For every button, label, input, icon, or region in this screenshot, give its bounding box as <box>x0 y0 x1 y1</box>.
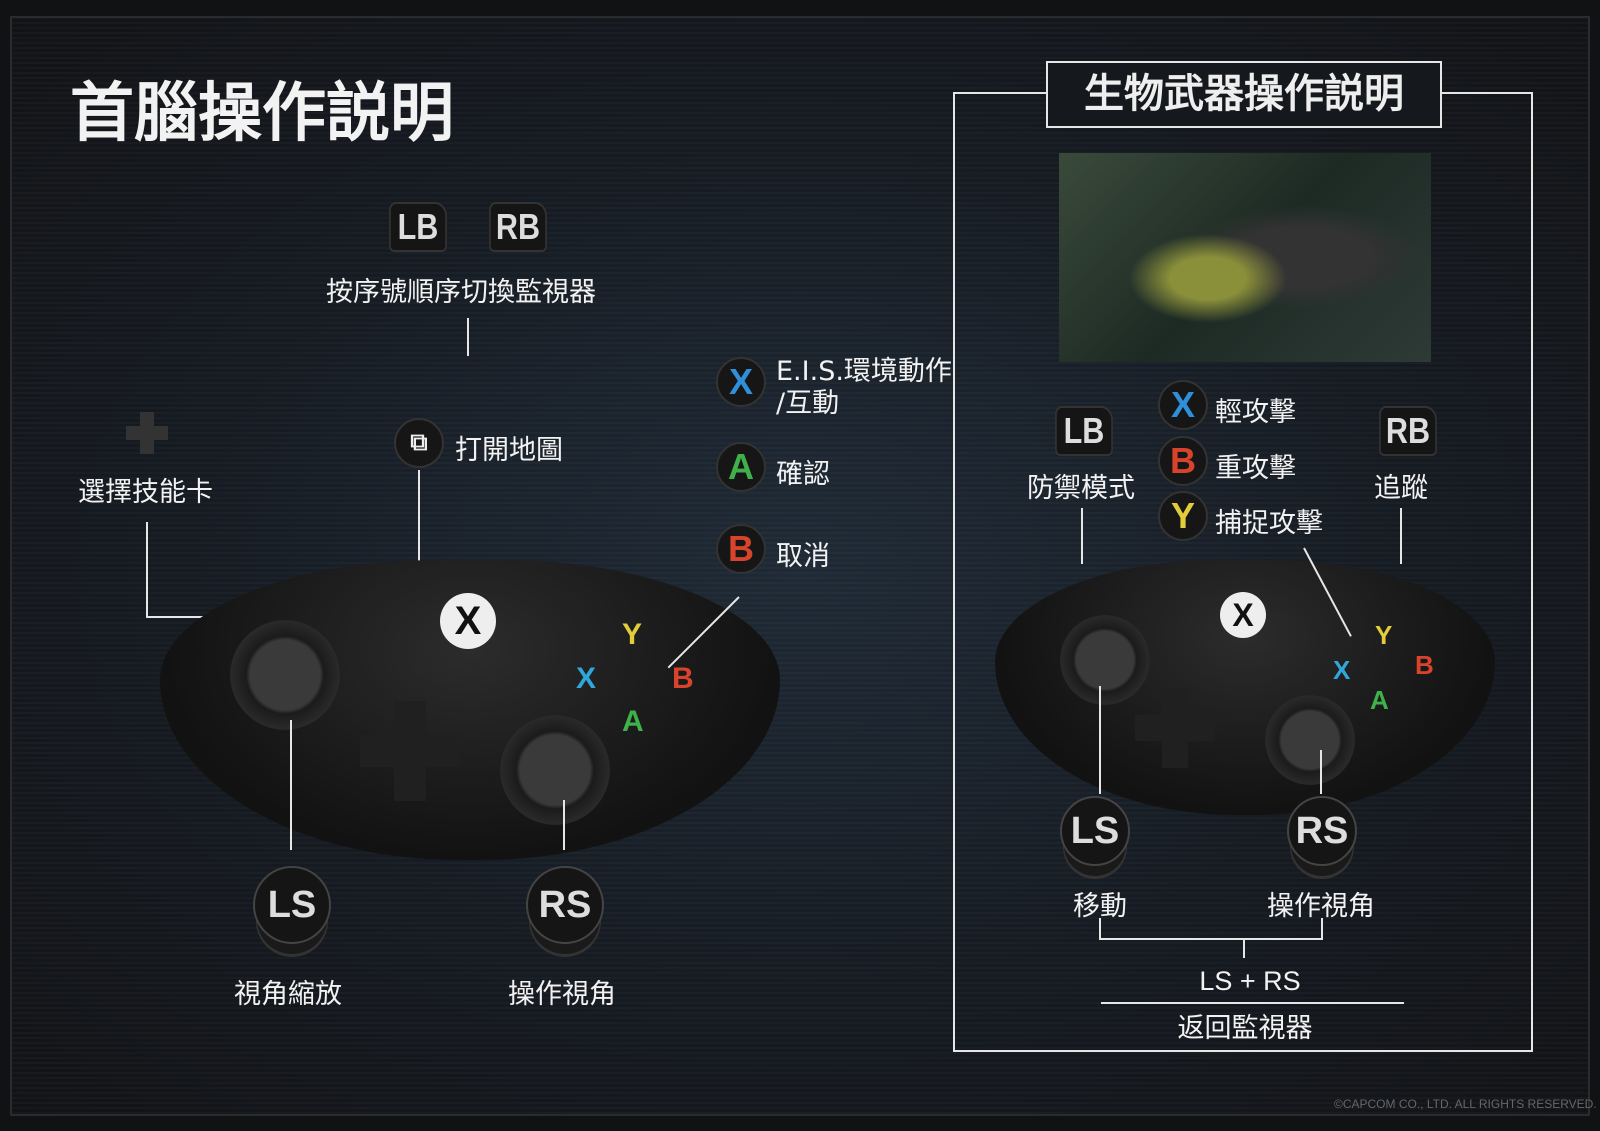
lb-label: 防禦模式 <box>1027 473 1135 504</box>
controller-image: X Y B X A <box>160 490 780 870</box>
lb-badge: LB <box>1055 406 1113 456</box>
x-label: E.I.S.環境動作/互動 <box>776 356 952 419</box>
ls-badge: LS <box>1060 796 1130 866</box>
x-label: 輕攻擊 <box>1215 397 1296 428</box>
rs-label: 操作視角 <box>1267 891 1375 922</box>
connector-line <box>563 800 565 850</box>
connector-line <box>467 318 469 356</box>
connector-line <box>1320 750 1322 794</box>
combo-label: 返回監視器 <box>1177 1013 1313 1044</box>
rb-badge: RB <box>489 202 547 252</box>
map-icon: ⧉ <box>394 418 444 468</box>
b-button-badge: B <box>716 524 766 574</box>
combo-keys: LS + RS <box>1199 966 1301 996</box>
connector-line <box>1081 508 1083 564</box>
x-button-badge: X <box>1158 380 1208 430</box>
b-label: 重攻擊 <box>1215 453 1296 484</box>
rs-badge: RS <box>1287 796 1357 866</box>
rs-badge: RS <box>526 866 604 944</box>
page-title: 首腦操作説明 <box>70 77 454 151</box>
combo-bracket <box>1099 918 1323 940</box>
gameplay-screenshot <box>1059 153 1431 362</box>
dpad-label: 選擇技能卡 <box>78 477 213 508</box>
rb-badge: RB <box>1379 406 1437 456</box>
dpad-icon <box>126 412 168 454</box>
ls-label: 視角縮放 <box>234 979 342 1010</box>
ls-label: 移動 <box>1073 891 1127 922</box>
connector-line <box>1400 508 1402 564</box>
lb-badge: LB <box>389 202 447 252</box>
connector-line <box>146 522 148 618</box>
controller-image: X Y B X A <box>995 510 1495 820</box>
ls-badge: LS <box>253 866 331 944</box>
a-label: 確認 <box>776 459 830 490</box>
y-label: 捕捉攻擊 <box>1215 508 1323 539</box>
y-button-badge: Y <box>1158 491 1208 541</box>
b-button-badge: B <box>1158 436 1208 486</box>
b-label: 取消 <box>776 541 830 572</box>
map-label: 打開地圖 <box>455 435 563 466</box>
connector-line <box>290 720 292 850</box>
bumper-label: 按序號順序切換監視器 <box>326 277 596 308</box>
x-button-badge: X <box>716 357 766 407</box>
copyright: ©CAPCOM CO., LTD. ALL RIGHTS RESERVED. <box>1334 1097 1597 1111</box>
rb-label: 追蹤 <box>1374 473 1428 504</box>
connector-line <box>1243 940 1245 958</box>
panel-title: 生物武器操作説明 <box>1046 61 1442 128</box>
rs-label: 操作視角 <box>508 979 616 1010</box>
connector-line <box>1099 686 1101 794</box>
divider <box>1101 1002 1404 1004</box>
a-button-badge: A <box>716 442 766 492</box>
